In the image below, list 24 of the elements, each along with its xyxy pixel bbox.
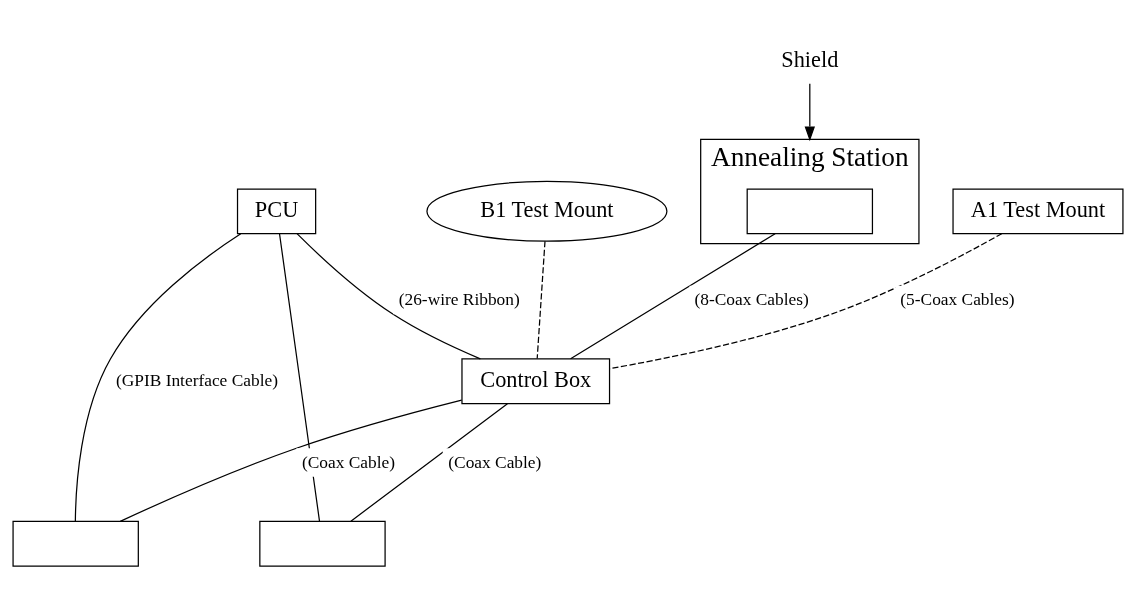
connector <box>278 232 321 522</box>
connector <box>350 402 509 522</box>
edge-label: (Coax Cable) <box>448 452 542 472</box>
node-ellipse: B1 Test Mount <box>426 180 668 242</box>
connector <box>609 232 1003 369</box>
node-box: PCU <box>236 187 317 234</box>
node-box: Control Box <box>461 357 611 404</box>
connector <box>74 232 242 522</box>
edge-label: (GPIB Interface Cable) <box>115 370 278 390</box>
connector <box>296 232 481 359</box>
connector <box>570 232 776 359</box>
node-text: Shield <box>781 46 839 72</box>
connector <box>536 240 546 359</box>
connector <box>119 399 463 522</box>
edge-label: (8-Coax Cables) <box>694 289 809 309</box>
edge-label: (26-wire Ribbon) <box>398 289 520 309</box>
node-box <box>12 520 139 567</box>
node-box <box>746 187 874 234</box>
node-box: A1 Test Mount <box>952 187 1124 234</box>
arrow <box>804 82 816 141</box>
node-box <box>259 520 386 567</box>
edge-label: (5-Coax Cables) <box>900 289 1015 309</box>
cluster: Annealing Station <box>700 138 920 244</box>
edge-label: (Coax Cable) <box>302 452 396 472</box>
